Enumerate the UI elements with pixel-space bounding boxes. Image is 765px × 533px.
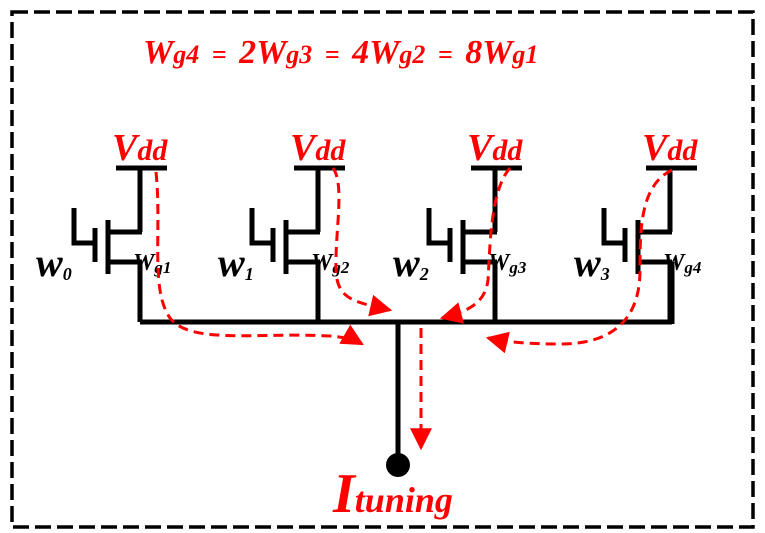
current-arrow-4 — [485, 168, 673, 354]
current-arrow-1 — [154, 171, 364, 346]
gate-label: w2 — [393, 240, 429, 285]
width-label: Wg2 — [311, 250, 350, 277]
gate-label: w1 — [218, 240, 254, 285]
gate-label: w0 — [36, 240, 72, 285]
transistor-cell-1: Vdd w1 Wg2 — [218, 127, 350, 322]
gate-label: w3 — [574, 240, 610, 285]
output-node — [386, 453, 410, 477]
width-label: Wg3 — [488, 250, 527, 277]
nmos-transistor — [426, 165, 522, 322]
nmos-transistor — [71, 165, 167, 322]
vdd-label: Vdd — [290, 127, 346, 169]
width-label: Wg4 — [663, 250, 701, 277]
current-arrow-2 — [331, 167, 393, 317]
nmos-transistor — [249, 165, 345, 322]
output-bus — [140, 262, 675, 460]
nmos-transistor — [601, 165, 697, 322]
dashed-border — [10, 10, 755, 529]
vdd-label: Vdd — [467, 127, 523, 169]
vdd-label: Vdd — [112, 127, 168, 169]
width-label: Wg1 — [133, 250, 171, 277]
output-label: Ituning — [332, 463, 453, 525]
transistor-cell-0: Vdd w0 Wg1 — [36, 127, 171, 322]
current-flow-arrows — [154, 166, 673, 451]
transistor-cell-3: Vdd w3 Wg4 — [574, 127, 701, 322]
transistor-cell-2: Vdd w2 Wg3 — [393, 127, 527, 322]
title-equation: Wg4 = 2Wg3 = 4Wg2 = 8Wg1 — [143, 34, 538, 71]
current-arrow-3 — [439, 166, 512, 324]
vdd-label: Vdd — [642, 127, 698, 169]
